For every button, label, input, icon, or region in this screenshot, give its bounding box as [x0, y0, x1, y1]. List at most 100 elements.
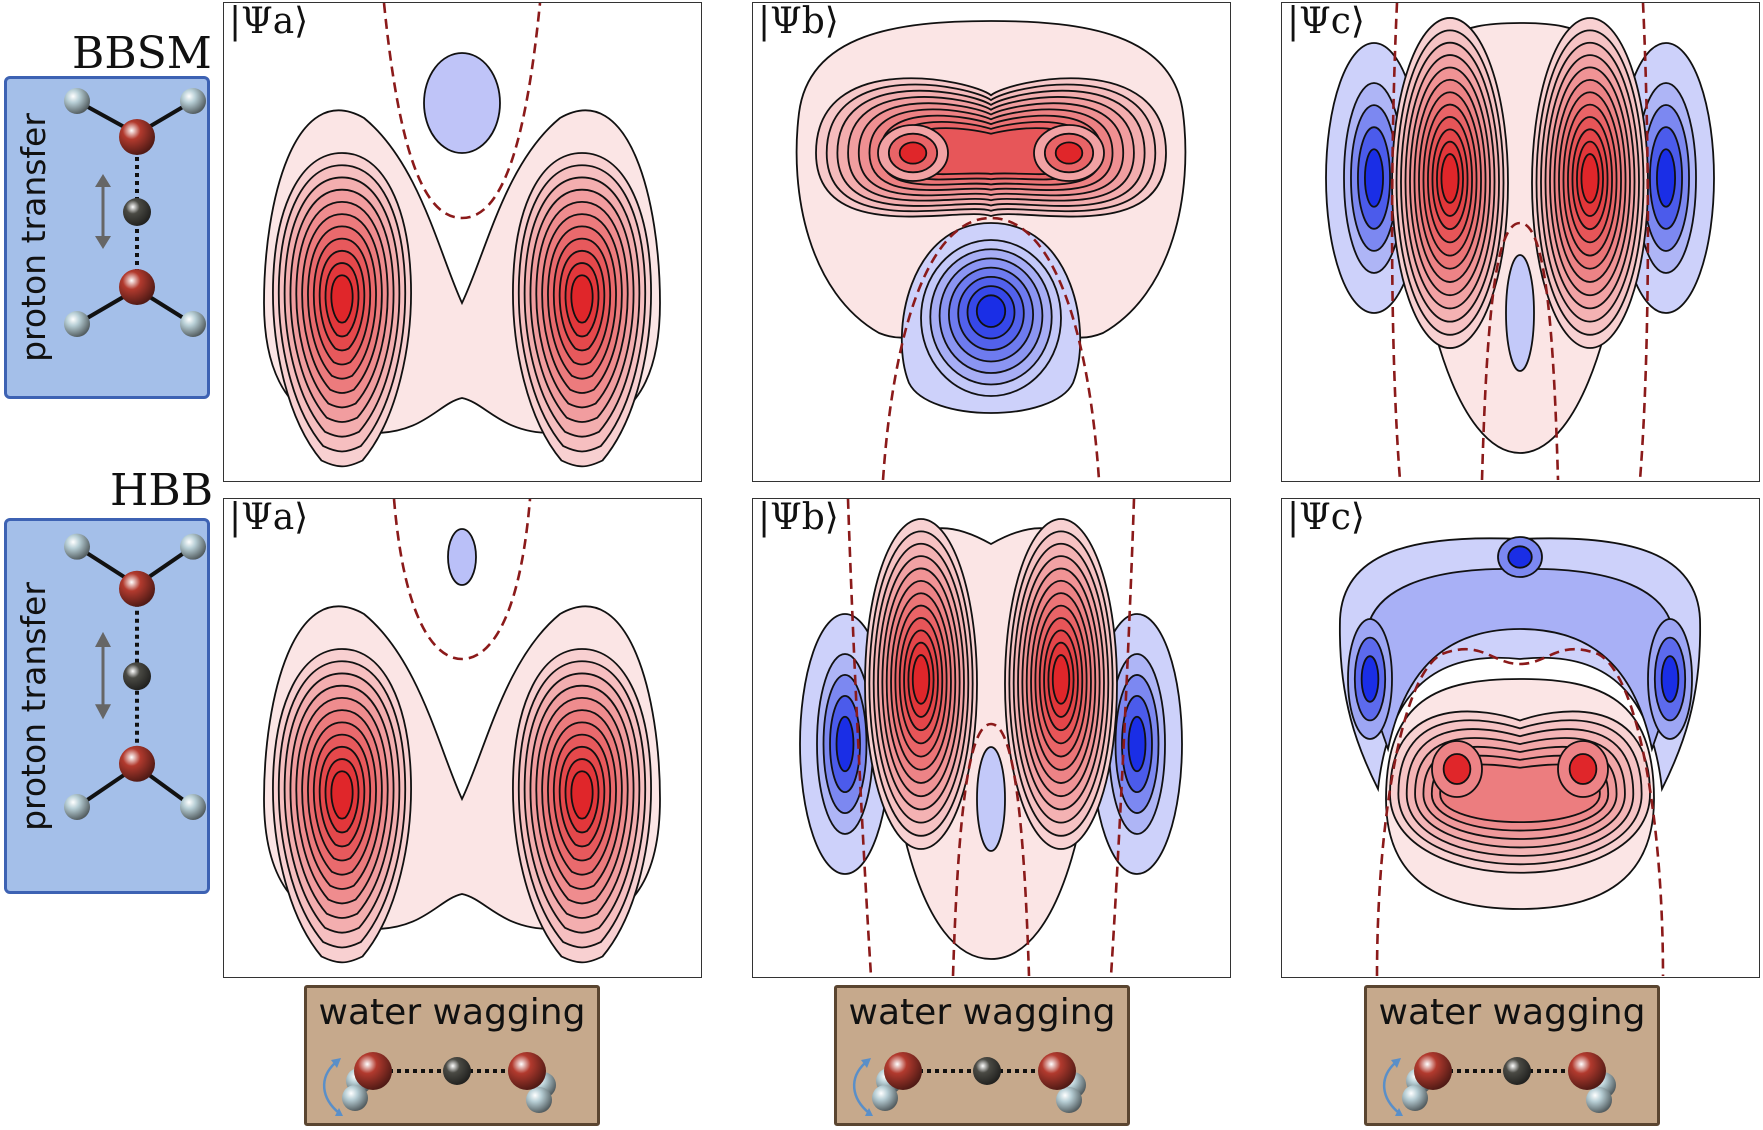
contour-plot	[263, 499, 661, 964]
contour-plot	[1339, 536, 1701, 976]
wagging-molecule	[1382, 1052, 1616, 1116]
nodal-line	[1375, 647, 1665, 976]
negative-contour	[1127, 715, 1147, 773]
negative-contour	[1360, 655, 1380, 703]
oxygen-atom	[119, 119, 155, 155]
positive-contour	[1054, 141, 1084, 165]
wavefunction-panel-hbb-b: |Ψb⟩	[752, 497, 1231, 978]
negative-contour	[835, 715, 855, 773]
proton-transfer-molecule-top	[64, 88, 206, 337]
water-wagging-label: water wagging	[318, 992, 586, 1033]
shared-proton-atom	[1503, 1057, 1531, 1085]
shared-proton-atom	[443, 1057, 471, 1085]
negative-contour	[1660, 655, 1680, 703]
oxygen-atom	[1568, 1052, 1606, 1090]
contour-plot	[795, 20, 1187, 480]
wagging-molecule	[852, 1052, 1086, 1116]
nodal-line	[951, 722, 1031, 976]
nodal-line	[1390, 3, 1402, 480]
oxygen-atom	[354, 1052, 392, 1090]
wavefunction-panel-hbb-c: |Ψc⟩	[1281, 497, 1760, 978]
hydrogen-atom	[872, 1085, 898, 1111]
water-wagging-box-1: water wagging	[304, 985, 600, 1126]
positive-contour	[1442, 753, 1472, 785]
ket-label: |Ψc⟩	[1287, 1, 1365, 42]
contour-plot	[263, 3, 661, 468]
negative-contour	[447, 528, 477, 586]
positive-contour	[570, 274, 594, 324]
ket-label: |Ψa⟩	[229, 1, 309, 42]
hydrogen-atom	[1586, 1087, 1612, 1113]
negative-contour	[1364, 148, 1384, 208]
hydrogen-atom	[64, 533, 90, 560]
shared-proton-atom	[973, 1057, 1001, 1085]
oxygen-atom	[884, 1052, 922, 1090]
hydrogen-atom	[526, 1087, 552, 1113]
wag-arrow	[1382, 1062, 1400, 1114]
nodal-line	[1638, 3, 1650, 480]
negative-contour	[1505, 254, 1535, 372]
negative-contour	[1507, 545, 1533, 569]
negative-contour	[975, 294, 1007, 328]
positive-contour	[330, 770, 354, 820]
shared-proton-atom	[123, 662, 151, 691]
contour-plot	[799, 499, 1183, 976]
ket-label: |Ψa⟩	[229, 497, 309, 538]
wagging-molecule	[322, 1052, 556, 1116]
proton-transfer-box-top: proton transfer	[4, 76, 210, 399]
ket-label: |Ψb⟩	[758, 1, 839, 42]
oxygen-atom	[119, 745, 155, 782]
positive-contour	[911, 654, 931, 705]
wag-arrow	[322, 1062, 340, 1114]
water-wagging-box-2: water wagging	[834, 985, 1130, 1126]
nodal-line	[382, 3, 542, 220]
hydrogen-atom	[64, 311, 90, 337]
hydrogen-atom	[342, 1085, 368, 1111]
oxygen-atom	[1414, 1052, 1452, 1090]
oxygen-atom	[1038, 1052, 1076, 1090]
oxygen-atom	[508, 1052, 546, 1090]
proton-transfer-molecule-bottom	[64, 533, 206, 820]
hydrogen-atom	[180, 88, 206, 114]
nodal-line	[1109, 499, 1136, 976]
positive-contour	[1568, 753, 1598, 785]
wavefunction-panel-hbb-a: |Ψa⟩	[223, 497, 702, 978]
proton-transfer-box-bottom: proton transfer	[4, 518, 210, 894]
wavefunction-panel-bbsm-a: |Ψa⟩	[223, 1, 702, 482]
oxygen-atom	[119, 269, 155, 305]
hydrogen-atom	[180, 311, 206, 337]
ket-label: |Ψb⟩	[758, 497, 839, 538]
negative-contour	[1656, 148, 1676, 208]
wag-arrow	[852, 1062, 870, 1114]
water-wagging-label: water wagging	[848, 992, 1116, 1033]
nodal-line	[846, 499, 873, 976]
positive-contour	[570, 770, 594, 820]
hydrogen-atom	[64, 793, 90, 820]
nodal-line	[392, 499, 532, 661]
ket-label: |Ψc⟩	[1287, 497, 1365, 538]
contour-plot	[1325, 3, 1715, 480]
wavefunction-panel-bbsm-c: |Ψc⟩	[1281, 1, 1760, 482]
water-wagging-label: water wagging	[1378, 992, 1646, 1033]
hydrogen-atom	[1056, 1087, 1082, 1113]
oxygen-atom	[119, 570, 155, 607]
positive-contour	[898, 141, 928, 165]
positive-contour	[1580, 153, 1600, 204]
water-wagging-box-3: water wagging	[1364, 985, 1660, 1126]
proton-transfer-label-top: proton transfer	[13, 113, 53, 362]
hydrogen-atom	[64, 88, 90, 114]
positive-contour	[1051, 654, 1071, 705]
negative-contour	[423, 52, 501, 154]
hydrogen-atom	[180, 793, 206, 820]
negative-contour	[976, 746, 1006, 852]
row-label-hbb: HBB	[110, 465, 214, 516]
hydrogen-atom	[180, 533, 206, 560]
proton-transfer-label-bottom: proton transfer	[13, 581, 53, 831]
shared-proton-atom	[123, 198, 151, 226]
nodal-line	[1480, 221, 1560, 480]
nodal-line	[881, 216, 1101, 480]
positive-contour	[1440, 153, 1460, 204]
positive-contour	[330, 274, 354, 324]
hydrogen-atom	[1402, 1085, 1428, 1111]
wavefunction-panel-bbsm-b: |Ψb⟩	[752, 1, 1231, 482]
